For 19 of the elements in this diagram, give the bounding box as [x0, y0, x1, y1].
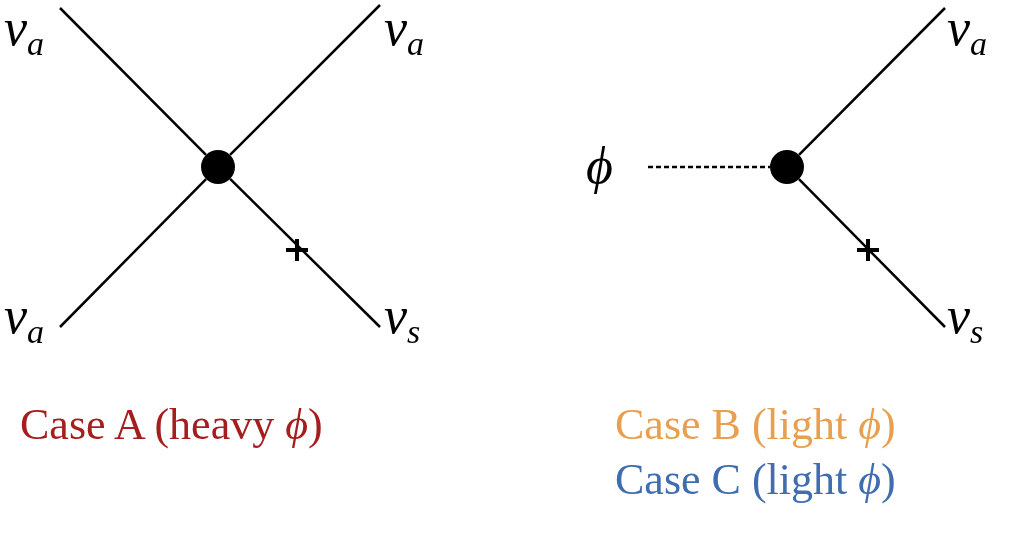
- particle-label: ν$_{s}$: [384, 290, 440, 346]
- fermion-line: [59, 7, 207, 156]
- fermion-line: [59, 178, 207, 328]
- fermion-line: [229, 4, 381, 156]
- fermion-line: [798, 7, 946, 156]
- vertex-dot: [200, 149, 236, 185]
- fermion-line: [229, 178, 381, 328]
- particle-label: ν$_{s}$: [947, 290, 1003, 346]
- vertex-dot: [769, 149, 805, 185]
- scalar-line: [648, 165, 770, 169]
- fermion-line: [798, 178, 946, 328]
- case-caption: Case C (light ϕ): [615, 455, 896, 505]
- particle-label: ϕ: [586, 140, 630, 200]
- particle-label: ν$_{a}$: [4, 2, 60, 58]
- particle-label: ν$_{a}$: [4, 290, 60, 346]
- case-caption: Case A (heavy ϕ): [20, 400, 323, 450]
- particle-label: ν$_{a}$: [384, 2, 440, 58]
- particle-label: ν$_{a}$: [947, 2, 1003, 58]
- case-caption: Case B (light ϕ): [615, 400, 896, 450]
